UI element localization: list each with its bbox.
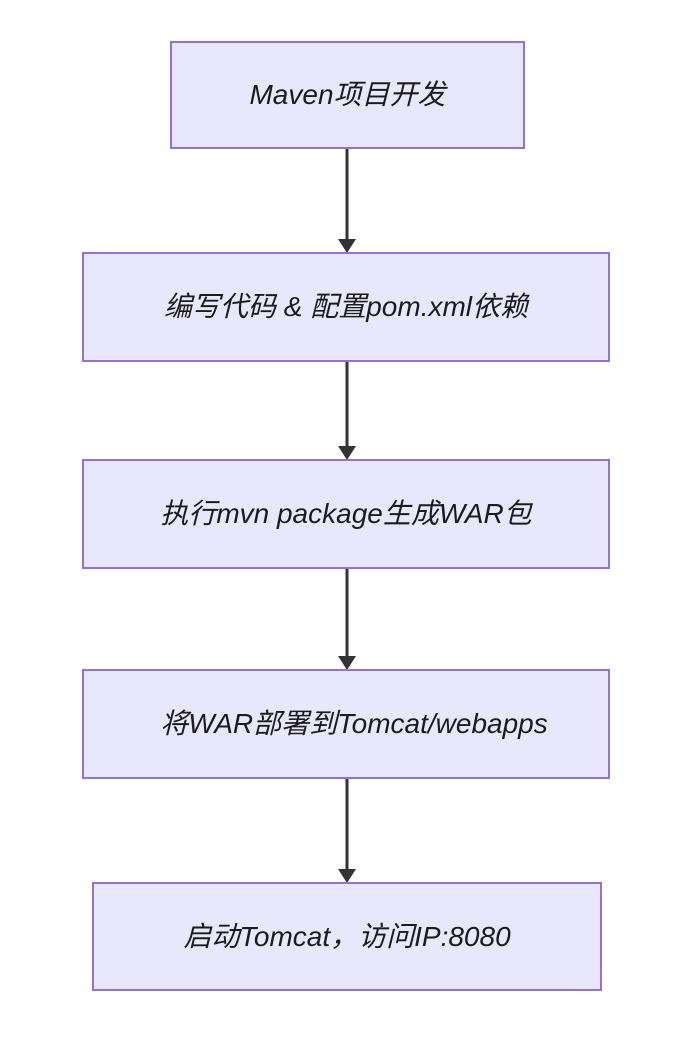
edge-line	[345, 362, 349, 446]
arrow-down-icon	[338, 239, 356, 253]
flowchart-node-label: 将WAR部署到Tomcat/webapps	[160, 708, 548, 740]
flowchart-node-n3[interactable]: 执行mvn package生成WAR包	[82, 459, 610, 569]
edge-line	[345, 569, 349, 656]
edge-line	[345, 149, 349, 239]
flowchart-node-n1[interactable]: Maven项目开发	[170, 41, 525, 149]
arrow-down-icon	[338, 869, 356, 883]
flowchart-node-n2[interactable]: 编写代码 & 配置pom.xml依赖	[82, 252, 610, 362]
arrow-down-icon	[338, 446, 356, 460]
flowchart-node-label: 启动Tomcat，访问IP:8080	[183, 920, 511, 952]
flowchart-node-label: 执行mvn package生成WAR包	[160, 498, 532, 530]
flowchart-node-label: 编写代码 & 配置pom.xml依赖	[163, 291, 529, 323]
edge-line	[345, 779, 349, 869]
flowchart-node-n4[interactable]: 将WAR部署到Tomcat/webapps	[82, 669, 610, 779]
arrow-down-icon	[338, 656, 356, 670]
flowchart-node-n5[interactable]: 启动Tomcat，访问IP:8080	[92, 882, 602, 991]
flowchart-node-label: Maven项目开发	[249, 79, 446, 111]
